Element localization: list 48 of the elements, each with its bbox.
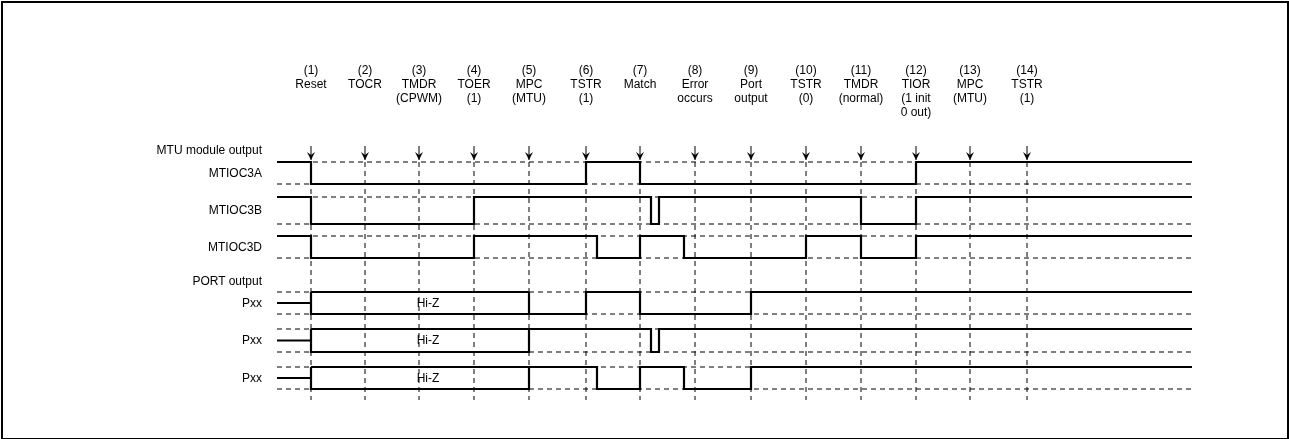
event-label: MPC	[515, 77, 543, 91]
event-label: Error occurs	[676, 77, 714, 105]
event-number: (7)	[632, 63, 648, 77]
event-label: TOCR	[348, 77, 382, 91]
state-label: Hi-Z	[415, 333, 441, 347]
signal-name: MTIOC3D	[208, 240, 262, 254]
event-label: (1 init 0 out)	[899, 91, 933, 119]
group-heading: MTU module output	[156, 143, 262, 157]
event-label: Match	[623, 77, 657, 91]
event-number: (10)	[795, 63, 817, 77]
event-number: (12)	[904, 63, 928, 77]
signal-name: Pxx	[242, 333, 262, 347]
signal-name: MTIOC3A	[208, 166, 262, 180]
state-label: Hi-Z	[415, 296, 441, 310]
event-number: (9)	[742, 63, 760, 77]
event-label: Port output	[733, 77, 769, 105]
event-label: (MTU)	[953, 91, 987, 105]
signal-name: MTIOC3B	[208, 203, 262, 217]
event-label: (1)	[1019, 91, 1035, 105]
event-label: (1)	[466, 91, 482, 105]
event-number: (6)	[578, 63, 594, 77]
state-label: Hi-Z	[415, 371, 441, 385]
event-label: TMDR	[401, 77, 437, 91]
event-number: (2)	[357, 63, 373, 77]
event-number: (5)	[521, 63, 537, 77]
event-label: (normal)	[838, 91, 884, 105]
event-number: (1)	[303, 63, 319, 77]
event-label: (0)	[798, 91, 814, 105]
event-label: TSTR	[1011, 77, 1043, 91]
event-label: TOER	[457, 77, 491, 91]
event-label: TSTR	[790, 77, 822, 91]
event-number: (14)	[1016, 63, 1038, 77]
event-label: (1)	[578, 91, 594, 105]
event-label: TSTR	[570, 77, 602, 91]
event-number: (8)	[686, 63, 704, 77]
event-label: (MTU)	[512, 91, 546, 105]
event-label: TMDR	[843, 77, 879, 91]
event-number: (11)	[850, 63, 872, 77]
event-label: TIOR	[900, 77, 932, 91]
event-number: (4)	[466, 63, 482, 77]
event-number: (3)	[411, 63, 427, 77]
event-label: Reset	[295, 77, 327, 91]
signal-name: Pxx	[242, 371, 262, 385]
event-number: (13)	[959, 63, 981, 77]
event-label: (CPWM)	[396, 91, 442, 105]
event-label: MPC	[956, 77, 984, 91]
signal-name: Pxx	[242, 296, 262, 310]
group-heading: PORT output	[192, 274, 262, 288]
